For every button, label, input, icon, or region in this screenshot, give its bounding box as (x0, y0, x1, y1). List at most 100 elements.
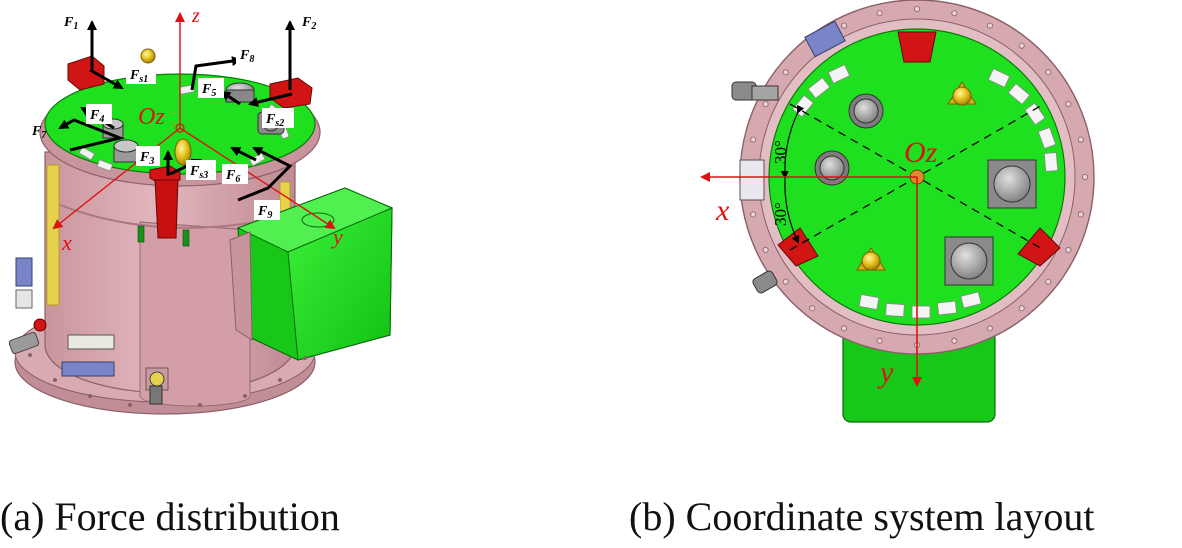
bolt-hole (1045, 278, 1052, 285)
gold-knob-front (174, 138, 192, 166)
bolt-hole (876, 10, 883, 17)
label-F9: F9 (254, 200, 280, 221)
label-F6: F6 (222, 164, 248, 185)
bolt-hole (841, 22, 848, 29)
axis-z-label: z (191, 5, 200, 27)
label-Fs3: Fs3 (186, 160, 216, 181)
gold-knob-top-b (947, 81, 977, 106)
bolt-hole (750, 211, 757, 218)
bolt-hole (986, 325, 993, 332)
origin-marker (175, 123, 185, 133)
svg-text:F6: F6 (225, 168, 240, 185)
bolt-hole (951, 337, 958, 344)
bolt-hole (809, 305, 816, 312)
caption-figure-b: (b) Coordinate system layout (629, 494, 1095, 539)
arrow-F7 (58, 118, 125, 152)
bolt-hole (1018, 305, 1025, 312)
side-connector-grey (15, 289, 33, 309)
bolt-hole (841, 325, 848, 332)
gold-knob-back (140, 48, 156, 64)
bottom-left-plug (8, 318, 47, 355)
bolt-hole (1077, 211, 1084, 218)
figure-b-coordinate-layout: 30° 30° Oz x y (700, 0, 1095, 423)
svg-text:F5: F5 (201, 82, 216, 99)
red-pad-front-column (154, 179, 179, 239)
svg-text:F4: F4 (89, 108, 104, 125)
top-connector-4 (113, 139, 139, 163)
arrow-Fs1 (89, 68, 124, 90)
bottom-connector-blue (61, 361, 115, 377)
arrow-F9 (237, 146, 293, 202)
side-plug-bottom-b (752, 270, 778, 294)
side-plug-top-b (731, 81, 779, 101)
label-F8: F8 (236, 44, 262, 65)
label-F1: F1 (63, 15, 78, 32)
svg-text:F9: F9 (257, 204, 272, 221)
bolt-hole (782, 69, 789, 76)
side-connector-blue (15, 257, 33, 287)
svg-text:Fs3: Fs3 (189, 164, 208, 181)
bolt-hole (986, 22, 993, 29)
bolt-hole (951, 10, 958, 17)
bolt-hole (1065, 101, 1072, 108)
label-Fs1: Fs1 (126, 64, 156, 85)
axis-y-label: y (331, 224, 343, 249)
bottom-front-plug (145, 367, 169, 405)
side-block-white-b (739, 159, 765, 201)
angle-label-upper: 30° (771, 140, 790, 164)
bolt-hole (782, 278, 789, 285)
caption-figure-a: (a) Force distribution (0, 494, 340, 539)
bolt-hole (762, 246, 769, 253)
gold-knob-bottom-b (856, 247, 886, 271)
figure-a-force-distribution: z x y Oz F1 F2 F3 (8, 5, 394, 415)
bolt-hole (914, 6, 921, 12)
axis-x-line (52, 127, 181, 230)
label-F4: F4 (86, 104, 112, 125)
arrow-Fs2 (248, 92, 293, 108)
arrow-F6 (230, 146, 257, 162)
label-F3: F3 (136, 146, 160, 167)
axis-x-label-b: x (715, 194, 730, 227)
red-pad-top-b (897, 31, 937, 63)
axis-y-line (179, 127, 336, 230)
bolt-hole (750, 136, 757, 143)
label-Fs2: Fs2 (262, 108, 294, 129)
label-F2: F2 (301, 15, 316, 32)
arrow-F8 (190, 56, 242, 91)
svg-text:Fs2: Fs2 (265, 112, 284, 129)
arrow-F5 (220, 90, 241, 106)
body-recess (139, 221, 251, 407)
green-box-front (287, 207, 393, 361)
bottom-connector-white (67, 334, 115, 350)
svg-text:F8: F8 (239, 48, 254, 65)
bolt-hole (1045, 69, 1052, 76)
bolt-hole (1065, 246, 1072, 253)
axis-y-label-b: y (877, 356, 894, 389)
label-F5: F5 (198, 78, 224, 99)
svg-text:Fs1: Fs1 (129, 68, 148, 85)
label-F7: F7 (31, 124, 47, 141)
round-connector-left (814, 150, 850, 186)
bolt-hole (1077, 136, 1084, 143)
square-connector-right (987, 159, 1037, 209)
bolt-hole (876, 337, 883, 344)
angle-arc-upper (780, 104, 805, 179)
square-connector-bottom (944, 236, 994, 286)
flange-bolts (28, 353, 307, 407)
origin-label-b: Oz (904, 136, 938, 169)
bolt-hole (1082, 173, 1089, 180)
force-label-boxes: F3 F4 F5 F6 F7 F8 F9 (31, 44, 294, 221)
side-block-blue-b (804, 20, 846, 58)
axis-x-label: x (61, 230, 72, 255)
bolt-hole (1018, 42, 1025, 49)
round-connector-top (848, 93, 884, 129)
yellow-strip-left (46, 164, 60, 306)
force-labels: F1 F2 (63, 15, 316, 32)
bolt-hole (762, 101, 769, 108)
red-pad-left-b (777, 227, 819, 267)
svg-text:F7: F7 (31, 124, 47, 141)
angle-label-lower: 30° (771, 202, 790, 226)
red-pad-left (67, 55, 105, 91)
svg-text:F3: F3 (139, 150, 154, 167)
